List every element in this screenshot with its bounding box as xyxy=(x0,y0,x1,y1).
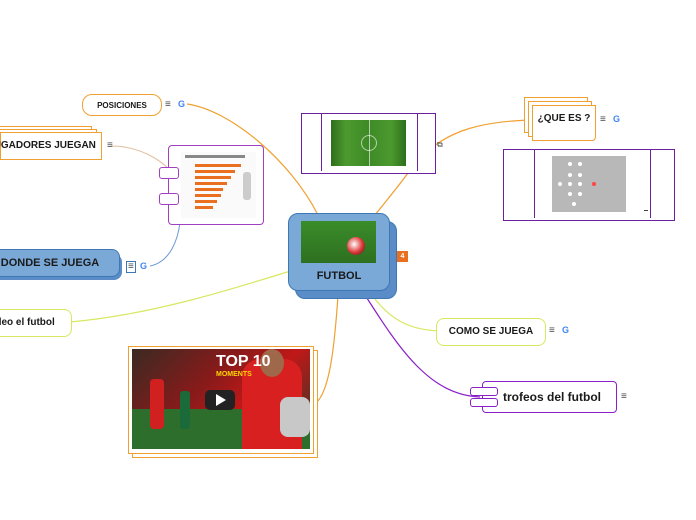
play-icon xyxy=(216,394,226,406)
topic-jugadores-label: JUGADORES JUEGAN xyxy=(0,140,96,151)
connector-tab xyxy=(159,167,179,179)
topic-que-es-label: ¿QUE ES ? xyxy=(537,113,591,124)
google-icon[interactable]: G xyxy=(178,99,186,109)
connector-tab xyxy=(470,398,498,407)
video-thumbnail-image: TOP 10 MOMENTS xyxy=(132,349,310,449)
connector-tab xyxy=(470,387,498,396)
field-image-card[interactable] xyxy=(301,113,436,174)
chart-thumbnail xyxy=(181,152,256,218)
topic-donde-label: DONDE SE JUEGA xyxy=(0,257,100,269)
link-como xyxy=(371,294,441,332)
google-icon[interactable]: G xyxy=(140,261,148,271)
play-button[interactable] xyxy=(205,390,235,410)
link-icon[interactable]: ⧉ xyxy=(437,140,443,149)
video-title-text: TOP 10 xyxy=(216,353,271,370)
link-video-text xyxy=(69,267,301,323)
topic-trofeos-label: trofeos del futbol xyxy=(503,390,601,404)
football-image xyxy=(301,221,376,263)
topic-posiciones[interactable]: POSICIONES xyxy=(82,94,162,116)
topic-video-label: video el futbol xyxy=(0,317,55,328)
link-field xyxy=(374,169,411,216)
topic-video[interactable]: video el futbol xyxy=(0,309,72,337)
connector-tab xyxy=(159,193,179,205)
link-trofeos xyxy=(364,294,481,398)
topic-posiciones-label: POSICIONES xyxy=(97,101,147,110)
central-topic[interactable]: FUTBOL xyxy=(288,213,398,299)
soccer-field-image xyxy=(331,120,406,166)
link-posiciones xyxy=(186,103,319,216)
topic-trofeos[interactable]: trofeos del futbol xyxy=(482,381,617,413)
video-subtitle-text: MOMENTS xyxy=(216,371,252,378)
note-icon[interactable]: ≡ xyxy=(621,391,627,402)
topic-como[interactable]: COMO SE JUEGA xyxy=(436,318,546,346)
topic-donde[interactable]: DONDE SE JUEGA xyxy=(0,249,122,280)
video-thumbnail-card[interactable]: TOP 10 MOMENTS xyxy=(128,344,318,458)
topic-como-label: COMO SE JUEGA xyxy=(448,326,534,337)
topic-que-es[interactable]: ¿QUE ES ? xyxy=(524,97,596,141)
note-icon[interactable]: ≡ xyxy=(165,99,171,110)
note-icon[interactable]: ≡ xyxy=(549,325,555,336)
note-icon[interactable]: ≡ xyxy=(107,140,113,151)
formation-image-card[interactable] xyxy=(503,149,675,221)
formation-image xyxy=(552,156,626,212)
link-donde xyxy=(149,221,181,267)
google-icon[interactable]: G xyxy=(613,114,621,124)
count-badge[interactable]: 4 xyxy=(397,251,408,262)
google-icon[interactable]: G xyxy=(562,325,570,335)
note-icon[interactable]: ≡ xyxy=(600,114,606,125)
chart-image-card[interactable] xyxy=(168,145,264,225)
count-badge-label: 4 xyxy=(400,253,405,260)
central-topic-label: FUTBOL xyxy=(316,270,362,282)
note-icon[interactable]: ≡ xyxy=(126,261,136,273)
topic-jugadores-stack[interactable]: JUGADORES JUEGAN xyxy=(0,126,102,160)
